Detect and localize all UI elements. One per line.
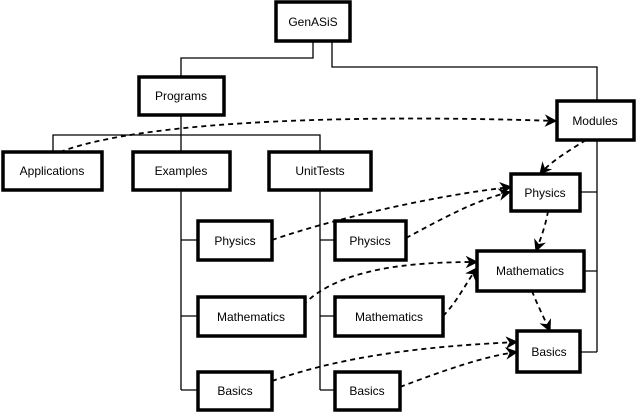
node-modules-basics-label: Basics — [531, 345, 566, 359]
node-programs-label: Programs — [155, 89, 207, 103]
dep-applications-modules — [59, 114, 558, 153]
node-modules-physics: Physics — [509, 172, 582, 213]
connector-programs-children — [52, 115, 321, 152]
node-modules-mathematics-label: Mathematics — [496, 264, 564, 278]
connector-genasis-programs — [180, 41, 314, 77]
node-genasis-label: GenASiS — [288, 15, 337, 29]
node-unittests-basics: Basics — [333, 370, 402, 412]
dep-modules-physics — [539, 139, 587, 175]
dep-ex-mathematics-mod-mathematics — [302, 255, 479, 306]
node-unittests-physics: Physics — [333, 219, 408, 262]
node-modules: Modules — [555, 99, 636, 142]
node-modules-physics-label: Physics — [524, 186, 565, 200]
connector-examples-children — [180, 190, 198, 391]
node-examples-label: Examples — [155, 164, 208, 178]
node-modules-basics: Basics — [515, 329, 582, 374]
node-applications: Applications — [1, 150, 104, 192]
node-applications-label: Applications — [20, 164, 85, 178]
node-programs: Programs — [137, 75, 226, 117]
dependency-arrows — [59, 114, 587, 388]
connector-modules-children — [580, 140, 598, 353]
node-examples-physics-label: Physics — [214, 234, 255, 248]
dep-ut-basics-mod-basics — [399, 347, 519, 388]
node-modules-label: Modules — [572, 114, 617, 128]
dep-ut-mathematics-mod-mathematics — [442, 266, 478, 317]
dep-ut-physics-mod-physics — [405, 188, 512, 239]
node-examples-basics-label: Basics — [217, 384, 252, 398]
node-unittests: UnitTests — [267, 150, 373, 192]
node-examples-physics: Physics — [196, 219, 274, 262]
tree-connectors — [52, 41, 598, 391]
node-unittests-physics-label: Physics — [349, 234, 390, 248]
node-unittests-basics-label: Basics — [349, 384, 384, 398]
node-examples-mathematics-label: Mathematics — [217, 310, 285, 324]
node-genasis: GenASiS — [274, 0, 352, 43]
connector-genasis-modules — [331, 41, 598, 101]
dep-ex-basics-mod-basics — [271, 336, 519, 382]
node-unittests-label: UnitTests — [295, 164, 344, 178]
node-examples: Examples — [131, 150, 232, 192]
node-unittests-mathematics: Mathematics — [333, 295, 445, 338]
connector-unittests-children — [319, 190, 335, 391]
node-unittests-mathematics-label: Mathematics — [355, 310, 423, 324]
dep-physics-mathematics — [534, 210, 549, 253]
node-examples-basics: Basics — [196, 370, 274, 412]
dep-mathematics-basics — [531, 290, 551, 333]
node-modules-mathematics: Mathematics — [475, 249, 586, 293]
node-examples-mathematics: Mathematics — [196, 295, 307, 338]
